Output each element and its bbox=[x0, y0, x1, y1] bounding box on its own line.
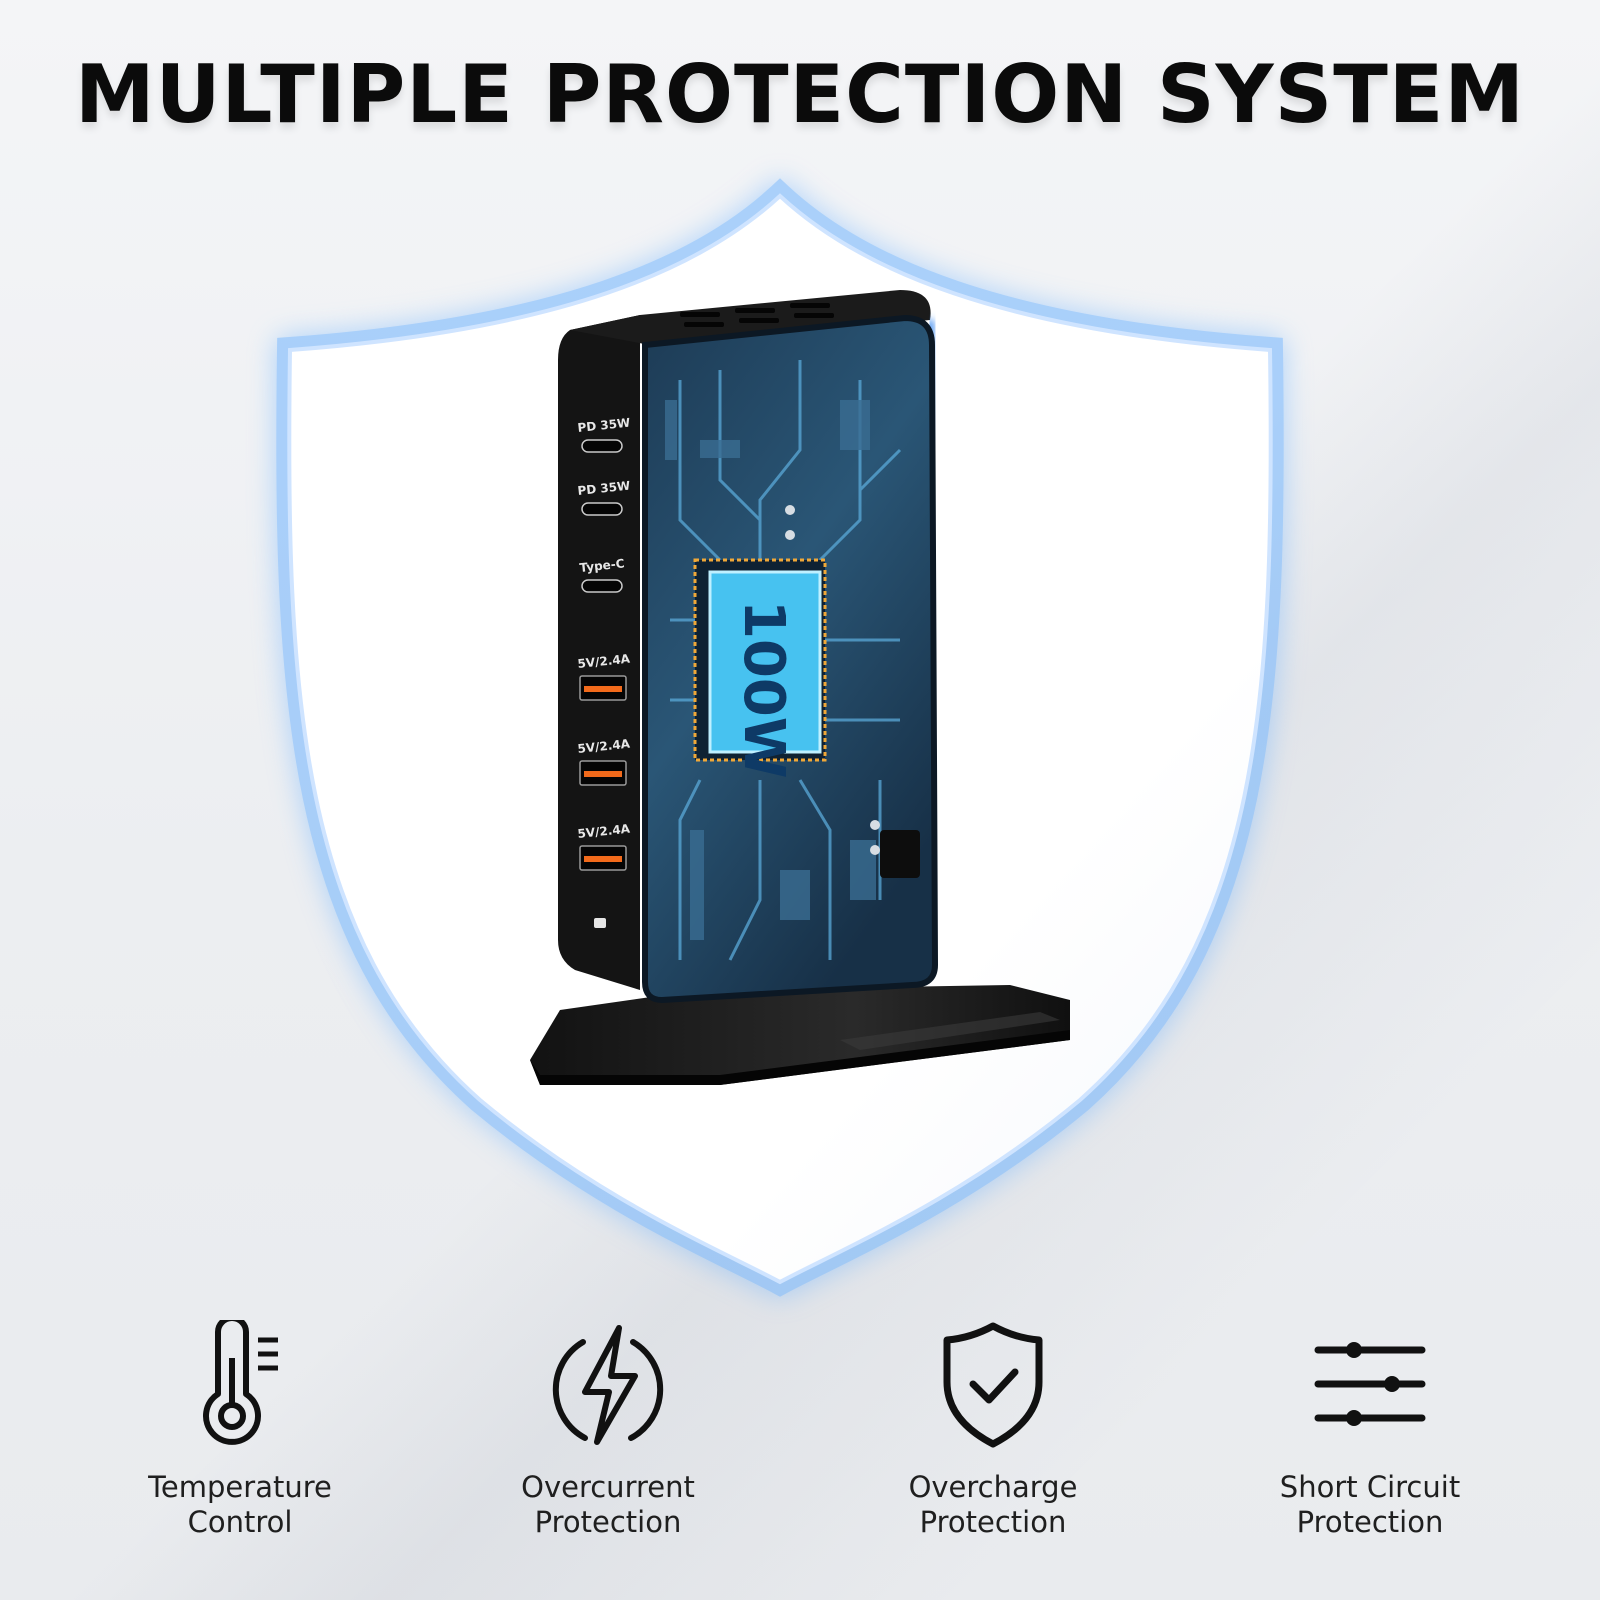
port-label-3: Type-C bbox=[579, 556, 626, 575]
feature-label: Overcurrent Protection bbox=[458, 1470, 758, 1540]
feature-temperature: Temperature Control bbox=[90, 1320, 390, 1560]
usb-c-port bbox=[581, 579, 623, 593]
usb-c-port bbox=[581, 502, 623, 516]
led-indicator bbox=[594, 918, 606, 928]
port-group: PD 35W PD 35W Type-C 5V/2.4A 5V/2.4A 5V/… bbox=[577, 416, 631, 928]
usb-c-port bbox=[581, 439, 623, 453]
feature-overcharge: Overcharge Protection bbox=[843, 1320, 1143, 1560]
port-label-4: 5V/2.4A bbox=[577, 651, 631, 670]
feature-label: Overcharge Protection bbox=[843, 1470, 1143, 1540]
chip-label: 100W bbox=[731, 600, 796, 779]
shield-check-icon bbox=[943, 1322, 1043, 1448]
sliders-icon bbox=[1314, 1342, 1426, 1426]
port-label-2: PD 35W bbox=[577, 479, 631, 498]
feature-row: Temperature Control Overcurrent Protecti… bbox=[0, 1320, 1600, 1560]
feature-short-circuit: Short Circuit Protection bbox=[1220, 1320, 1520, 1560]
port-label-1: PD 35W bbox=[577, 416, 631, 435]
thermometer-icon bbox=[203, 1320, 278, 1445]
feature-label: Short Circuit Protection bbox=[1220, 1470, 1520, 1540]
feature-label-line1: Overcurrent bbox=[521, 1470, 695, 1504]
feature-label-line2: Protection bbox=[534, 1505, 682, 1539]
feature-label-line2: Protection bbox=[1296, 1505, 1444, 1539]
feature-label: Temperature Control bbox=[90, 1470, 390, 1540]
page-title: MULTIPLE PROTECTION SYSTEM bbox=[74, 48, 1526, 141]
feature-overcurrent: Overcurrent Protection bbox=[458, 1320, 758, 1560]
lightning-bolt-icon bbox=[552, 1325, 664, 1445]
port-label-6: 5V/2.4A bbox=[577, 821, 631, 840]
feature-label-line2: Protection bbox=[919, 1505, 1067, 1539]
feature-label-line1: Temperature bbox=[148, 1470, 332, 1504]
feature-label-line2: Control bbox=[187, 1505, 293, 1539]
port-label-5: 5V/2.4A bbox=[577, 736, 631, 755]
feature-label-line1: Overcharge bbox=[908, 1470, 1078, 1504]
feature-label-line1: Short Circuit bbox=[1279, 1470, 1461, 1504]
